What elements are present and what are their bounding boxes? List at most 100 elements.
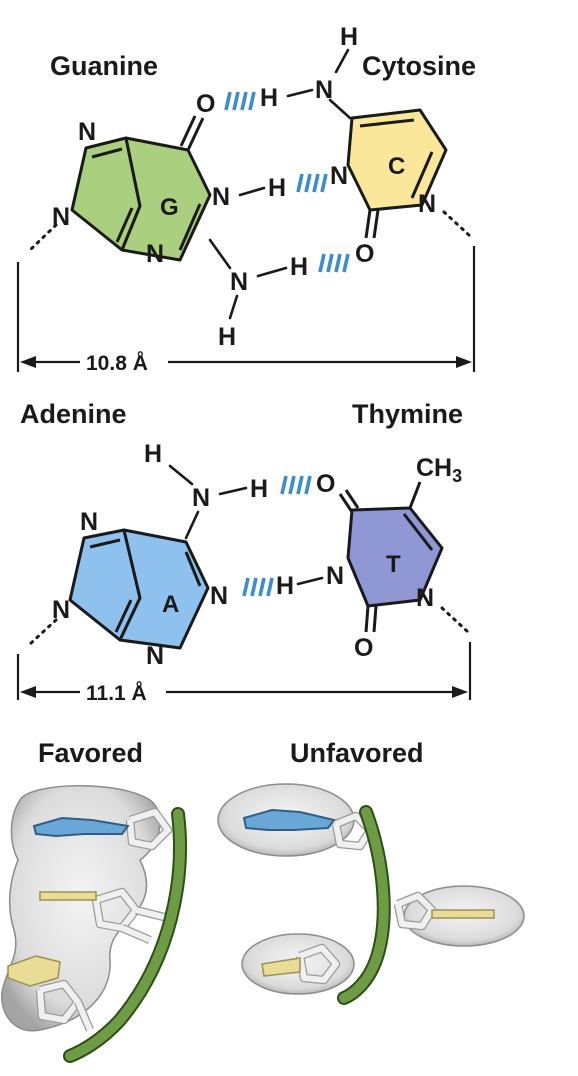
cytosine-h4: H [260, 84, 278, 112]
favored-backbone [65, 809, 185, 1061]
at-arrow-right [452, 686, 468, 698]
guanine-glycosidic-bond [28, 223, 58, 252]
favored-base-blue [32, 816, 130, 838]
guanine-h2a: H [290, 253, 308, 281]
favored-sugar-2 [93, 889, 139, 931]
thymine-carbonyl-2b [372, 605, 378, 633]
thymine-letter: T [386, 551, 401, 578]
guanine-h1: H [268, 174, 286, 202]
cytosine-nh-bond [286, 88, 314, 98]
thymine-glycosidic-bond [440, 606, 470, 634]
guanine-o6: O [196, 90, 215, 118]
gc-arrow-right [456, 356, 472, 368]
cytosine-n1: N [418, 190, 436, 218]
adenine-h6a: H [250, 475, 268, 503]
cytosine-letter: C [388, 153, 405, 180]
adenine-n7: N [80, 508, 98, 536]
favored-base-yellow-2 [7, 955, 61, 987]
adenine-label: Adenine [20, 399, 127, 429]
unfavored-backbone [339, 807, 389, 1003]
guanine-nh-bond-2 [256, 266, 288, 278]
gc-hbond-3 [318, 253, 350, 273]
cytosine-nh-bond-2 [334, 48, 350, 74]
thymine-carbonyl-4b [344, 489, 360, 509]
favored-linker-3 [75, 1000, 93, 1032]
guanine-label: Guanine [50, 51, 158, 81]
at-pair: Adenine Thymine A N N N N N H H O [16, 399, 472, 705]
gc-distance-label: 10.8 Å [86, 351, 148, 375]
guanine-nh-bond [228, 294, 239, 320]
guanine-double-bond-1 [91, 147, 123, 159]
adenine-n3: N [146, 642, 164, 670]
unfavored-base-blue [242, 808, 336, 831]
guanine-n1h-bond [238, 186, 266, 197]
gc-hbond-1 [224, 91, 256, 111]
thymine-carbonyl-4 [338, 493, 354, 513]
at-hbond-1 [280, 475, 312, 495]
cytosine-n4: N [315, 76, 333, 104]
guanine-carbonyl-2 [179, 115, 197, 147]
favored-label: Favored [38, 738, 143, 768]
unfavored-sugar-2 [395, 893, 435, 929]
favored-sugar-1 [127, 809, 171, 849]
guanine-h2b: H [218, 323, 236, 351]
unfavored-base-yellow-2 [261, 957, 301, 977]
cytosine-label: Cytosine [362, 51, 476, 81]
cytosine-n3: N [330, 162, 348, 190]
thymine-methyl-ch: CH [416, 454, 452, 482]
cytosine-ring [346, 108, 448, 212]
thymine-methyl-sub: 3 [452, 466, 462, 486]
guanine-double-bond-2 [115, 207, 134, 243]
unfavored-sugar-1 [333, 813, 373, 849]
thymine-n1: N [416, 584, 434, 612]
adenine-n1: N [210, 582, 228, 610]
thymine-n3: N [326, 562, 344, 590]
cytosine-double-bond-2 [410, 151, 434, 199]
stacking-panel: Favored Unfavored [1, 738, 525, 1063]
guanine-n7: N [78, 118, 96, 146]
guanine-n2: N [230, 268, 248, 296]
unfavored-base-yellow-1 [431, 909, 495, 919]
adenine-amino-bond [184, 510, 200, 540]
favored-sugar-3 [37, 981, 81, 1023]
guanine-amino-bond [208, 238, 232, 270]
thymine-o2: O [354, 634, 373, 662]
guanine-double-bond-3 [178, 203, 202, 251]
guanine-carbonyl [186, 117, 205, 151]
thymine-methyl: CH3 [416, 454, 462, 486]
adenine-double-bond-1 [89, 538, 121, 549]
adenine-n9: N [52, 596, 70, 624]
gc-hbond-2 [296, 173, 328, 193]
adenine-pyrimidine-ring [118, 528, 210, 650]
gc-pair: Guanine Cytosine G N N N N O N H H H [16, 23, 476, 375]
favored-base-yellow-1 [39, 891, 97, 901]
adenine-glycosidic-bond [28, 618, 58, 646]
cytosine-carbonyl-2 [372, 209, 380, 239]
unfavored-label: Unfavored [290, 738, 424, 768]
cytosine-o2: O [355, 240, 374, 268]
gc-arrow-left [20, 356, 36, 368]
adenine-letter: A [162, 591, 179, 618]
adenine-nh-bond-2 [218, 486, 248, 496]
thymine-methyl-bond [408, 481, 422, 509]
adenine-double-bond-2 [114, 599, 133, 633]
thymine-double-bond [402, 513, 434, 551]
at-arrow-left [20, 686, 36, 698]
guanine-letter: G [160, 194, 179, 221]
cytosine-h4b: H [340, 23, 358, 51]
cytosine-glycosidic-bond [442, 210, 472, 238]
adenine-h6b: H [144, 440, 162, 468]
guanine-n1: N [212, 183, 230, 211]
adenine-nh-bond [168, 464, 194, 486]
cytosine-double-bond [359, 118, 415, 128]
at-hbond-2 [242, 577, 274, 597]
cytosine-c4-bond [328, 98, 352, 120]
favored-linker-2 [120, 925, 152, 943]
thymine-carbonyl-2 [364, 605, 370, 633]
thymine-nh-bond [296, 576, 324, 586]
thymine-h3: H [276, 572, 294, 600]
guanine-n3: N [146, 240, 164, 268]
cytosine-carbonyl [364, 209, 372, 239]
at-distance-label: 11.1 Å [86, 681, 147, 705]
